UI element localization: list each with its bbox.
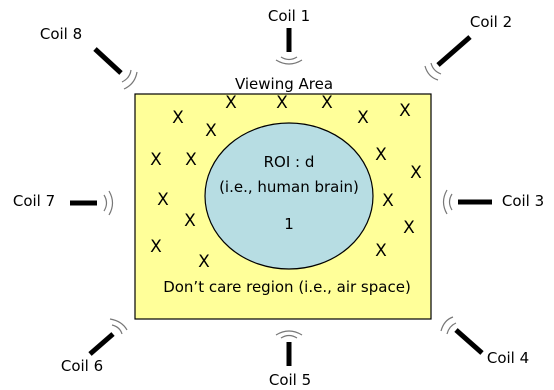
coil-4: Coil 4 (440, 316, 529, 367)
coil-1-wave (275, 59, 303, 65)
x-mark: X (225, 93, 237, 113)
coil-2-wave (424, 65, 439, 81)
coil-4-rod (454, 328, 484, 355)
coil-2-wave (430, 62, 442, 75)
coil-8-wave (121, 69, 132, 83)
coil-7: Coil 7 (13, 190, 114, 216)
coil-6: Coil 6 (61, 318, 128, 375)
x-mark: X (198, 252, 210, 272)
coil-6-label: Coil 6 (61, 357, 103, 375)
coil-6-rod (88, 332, 115, 356)
coil-6-wave (109, 318, 128, 331)
coil-4-wave (446, 322, 457, 335)
coil-7-wave (108, 190, 114, 216)
dont-care-label: Don’t care region (i.e., air space) (163, 278, 411, 296)
x-mark: X (357, 108, 369, 128)
coil-8-rod (93, 47, 123, 75)
coil-4-label: Coil 4 (487, 349, 529, 367)
coil-1-wave (280, 56, 298, 61)
x-mark: X (382, 191, 394, 211)
x-mark: X (185, 150, 197, 170)
x-mark: X (399, 101, 411, 121)
x-mark: X (172, 108, 184, 128)
x-mark: X (375, 145, 387, 165)
x-mark: X (410, 163, 422, 183)
coil-7-label: Coil 7 (13, 192, 55, 210)
coil-5: Coil 5 (269, 330, 311, 389)
x-mark: X (375, 241, 387, 261)
coil-2-label: Coil 2 (470, 13, 512, 31)
coil-5-label: Coil 5 (269, 371, 311, 389)
x-mark: X (184, 211, 196, 231)
roi-ellipse (204, 122, 374, 270)
coil-1: Coil 1 (268, 7, 310, 65)
coil-8: Coil 8 (40, 25, 138, 90)
coil-5-wave (280, 334, 298, 339)
x-mark: X (276, 93, 288, 113)
x-mark: X (150, 150, 162, 170)
x-marks: X X X X X X X X X X X X X X X X X X (150, 93, 422, 272)
x-mark: X (157, 190, 169, 210)
coil-1-label: Coil 1 (268, 7, 310, 25)
coil-6-wave (111, 324, 123, 335)
coil-2: Coil 2 (424, 13, 512, 81)
coil-3-wave (442, 189, 448, 215)
coil-5-wave (275, 330, 303, 336)
x-mark: X (150, 237, 162, 257)
roi-value: 1 (284, 215, 294, 233)
x-mark: X (205, 121, 217, 141)
coil-3-wave (448, 193, 453, 211)
viewing-area-label: Viewing Area (235, 75, 333, 93)
coil-2-rod (436, 35, 472, 67)
roi-label: ROI : d (264, 153, 315, 171)
coil-3: Coil 3 (442, 189, 544, 215)
coil-4-wave (440, 316, 454, 332)
coil-8-label: Coil 8 (40, 25, 82, 43)
x-mark: X (403, 218, 415, 238)
x-mark: X (321, 93, 333, 113)
roi-description: (i.e., human brain) (219, 178, 359, 196)
coil-7-wave (103, 194, 108, 212)
coil-8-wave (123, 71, 138, 90)
coil-3-label: Coil 3 (502, 192, 544, 210)
